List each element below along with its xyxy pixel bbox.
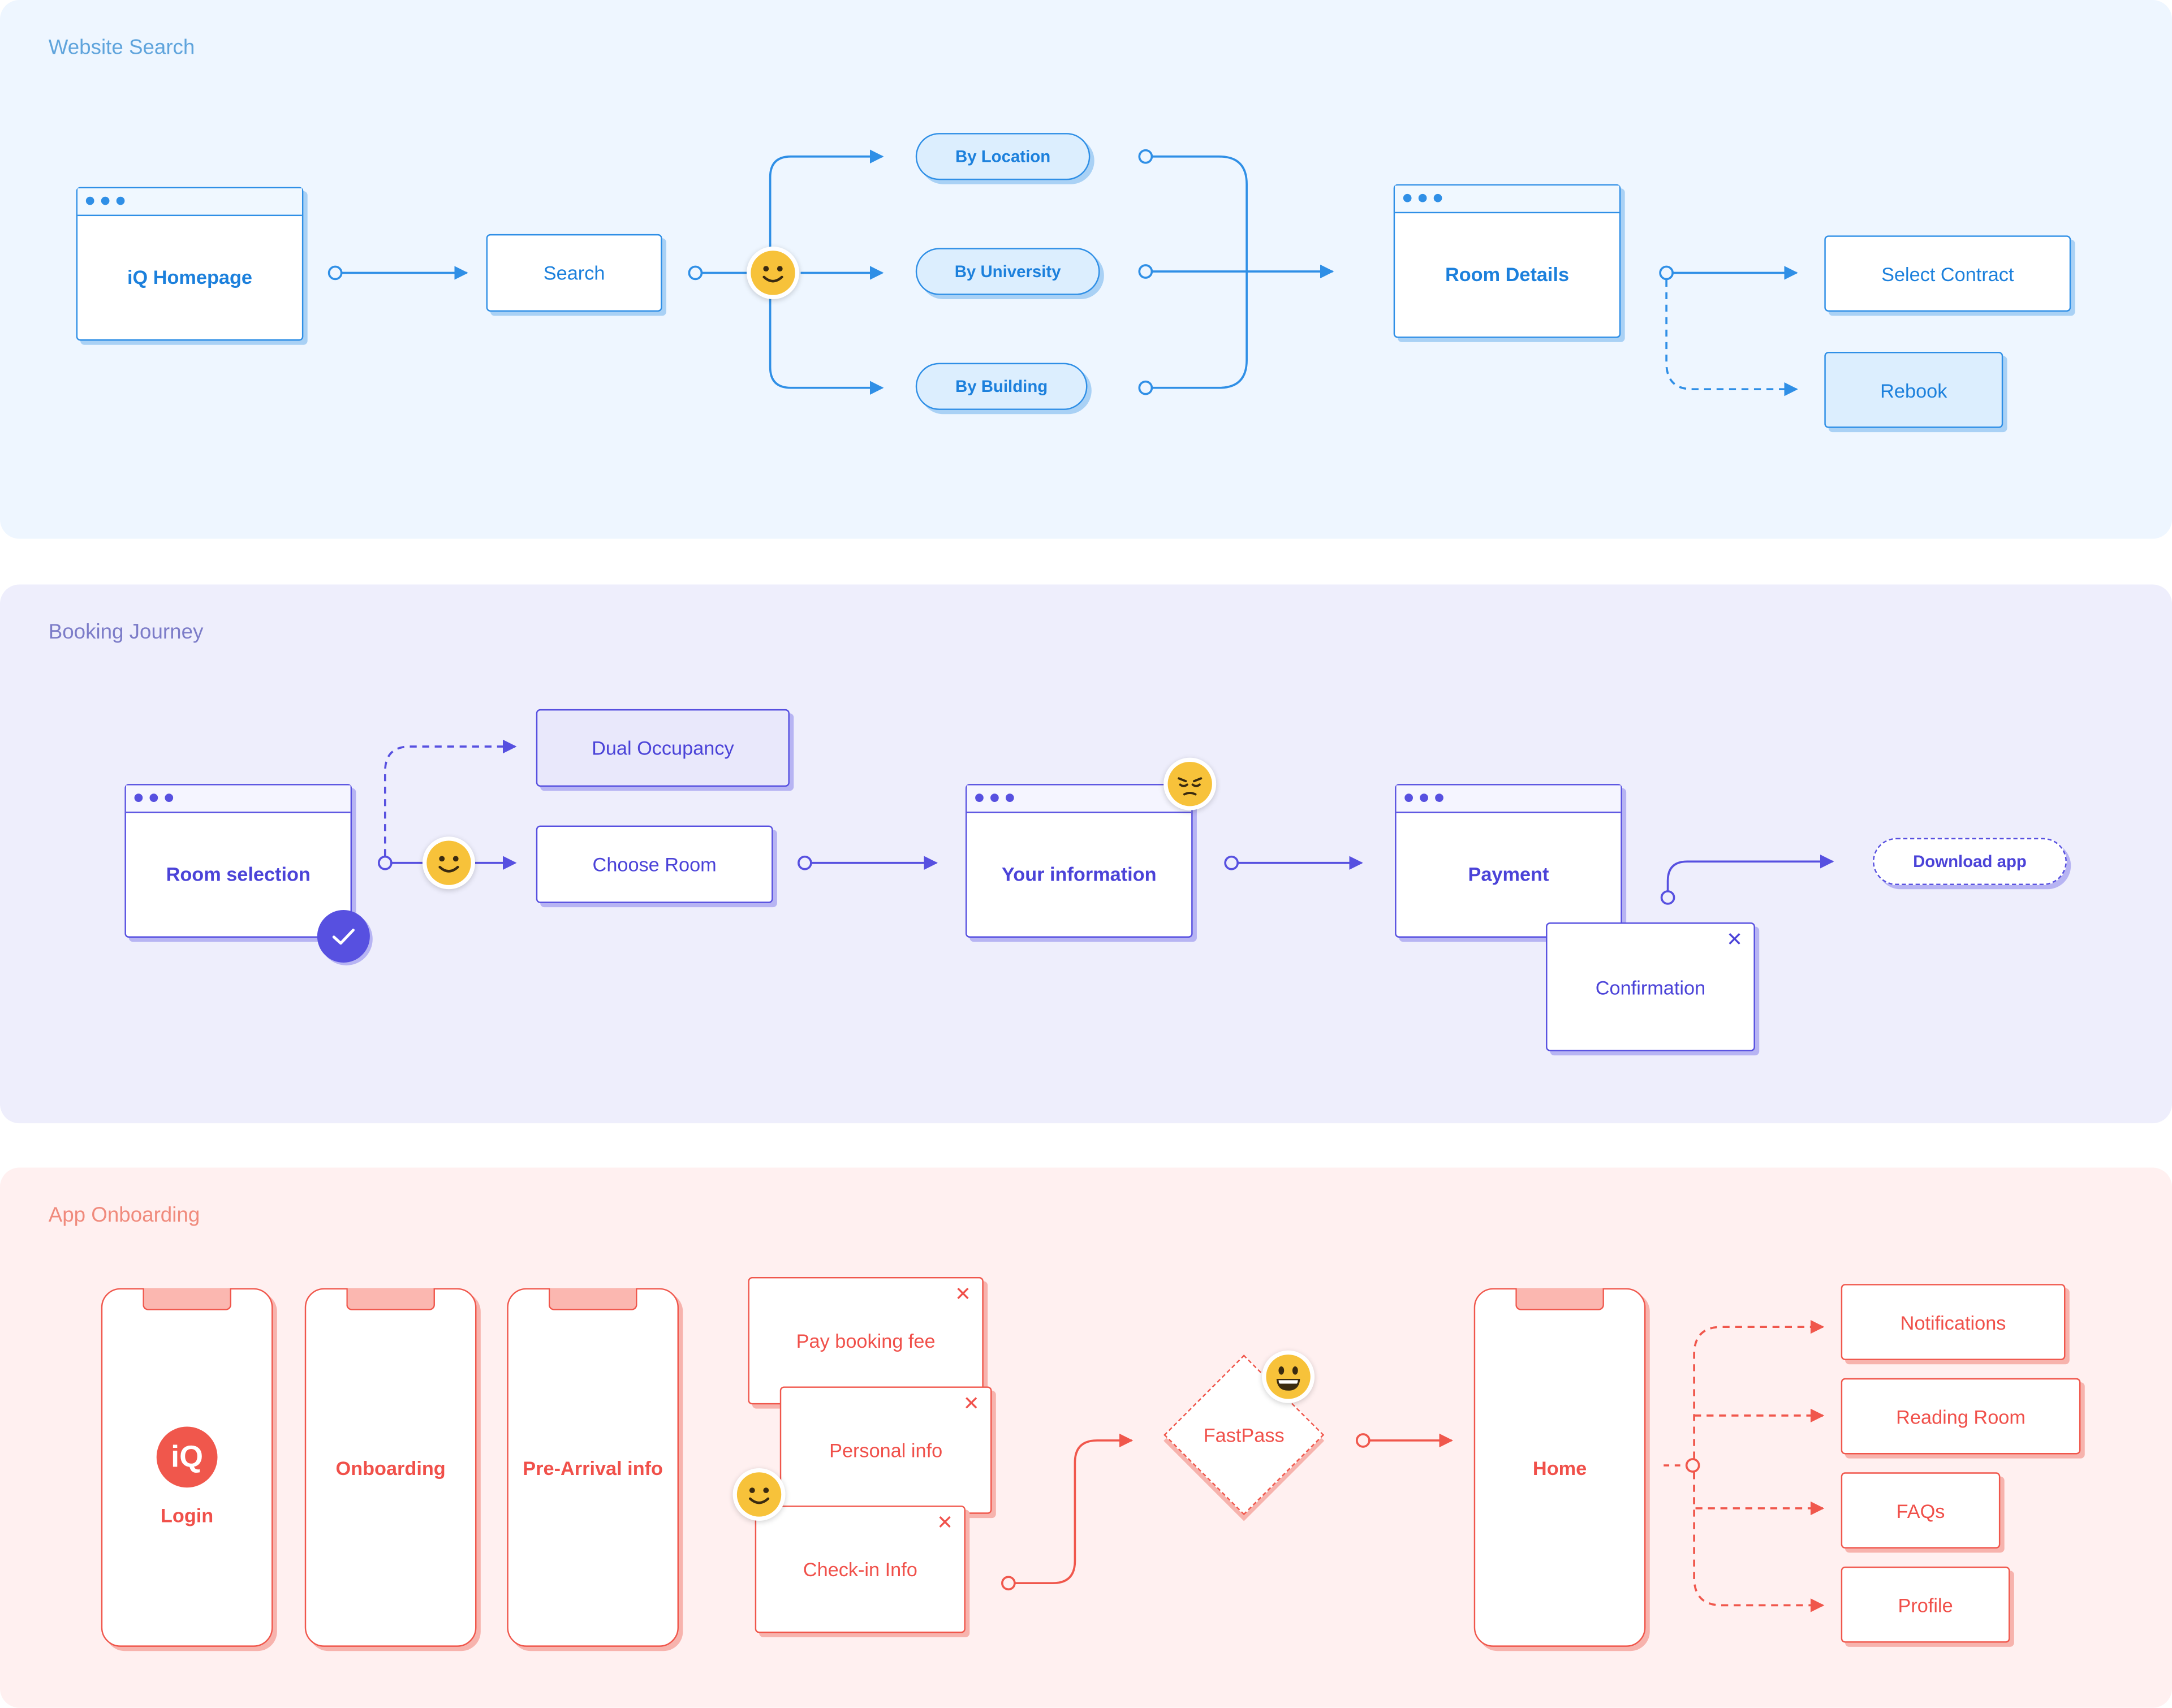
section-title-app-onboarding: App Onboarding [48, 1204, 200, 1227]
close-icon[interactable]: ✕ [955, 1282, 971, 1305]
your-information-window[interactable]: Your information [965, 784, 1193, 938]
by-location-pill[interactable]: By Location [915, 133, 1091, 180]
pre-arrival-phone[interactable]: Pre-Arrival info [507, 1287, 679, 1647]
pre-arrival-label: Pre-Arrival info [523, 1456, 663, 1479]
smiley-face-icon [422, 836, 476, 890]
your-information-label: Your information [1001, 862, 1157, 885]
choose-room-label: Choose Room [592, 853, 717, 875]
profile-label: Profile [1898, 1593, 1953, 1616]
window-titlebar [126, 785, 351, 813]
check-in-info-card[interactable]: ✕ Check-in Info [755, 1506, 966, 1633]
download-app-label: Download app [1913, 852, 2027, 872]
close-icon[interactable]: ✕ [1726, 928, 1743, 951]
search-label: Search [543, 261, 605, 284]
home-label: Home [1532, 1456, 1587, 1479]
check-icon [317, 909, 370, 963]
personal-info-label: Personal info [829, 1439, 943, 1461]
pay-booking-fee-label: Pay booking fee [796, 1330, 936, 1352]
phone-notch [346, 1287, 435, 1310]
rebook-node[interactable]: Rebook [1824, 352, 2003, 428]
notifications-label: Notifications [1900, 1310, 2006, 1334]
room-details-window[interactable]: Room Details [1393, 184, 1621, 338]
faqs-label: FAQs [1896, 1499, 1945, 1522]
dual-occupancy-node[interactable]: Dual Occupancy [536, 709, 790, 787]
choose-room-node[interactable]: Choose Room [536, 825, 773, 903]
payment-label: Payment [1468, 862, 1549, 885]
confirmation-dialog[interactable]: ✕ Confirmation [1546, 922, 1755, 1051]
fastpass-text: FastPass [1163, 1407, 1324, 1463]
iq-logo-text: iQ [171, 1438, 204, 1473]
iq-homepage-window[interactable]: iQ Homepage [76, 187, 304, 341]
onboarding-label: Onboarding [335, 1456, 446, 1479]
room-details-label: Room Details [1445, 263, 1570, 286]
login-label: Login [160, 1503, 214, 1526]
phone-notch [548, 1287, 637, 1310]
check-in-info-label: Check-in Info [803, 1558, 917, 1581]
login-phone[interactable]: iQ Login [101, 1287, 273, 1647]
close-icon[interactable]: ✕ [963, 1392, 980, 1414]
profile-node[interactable]: Profile [1841, 1566, 2010, 1643]
select-contract-label: Select Contract [1881, 262, 2014, 285]
by-building-pill[interactable]: By Building [915, 363, 1088, 410]
room-selection-label: Room selection [166, 862, 311, 885]
iq-logo: iQ [156, 1426, 218, 1487]
onboarding-phone[interactable]: Onboarding [304, 1287, 477, 1647]
select-contract-node[interactable]: Select Contract [1824, 235, 2071, 312]
reading-room-label: Reading Room [1896, 1405, 2026, 1427]
reading-room-node[interactable]: Reading Room [1841, 1378, 2081, 1455]
pensive-face-icon [1163, 757, 1217, 810]
home-phone[interactable]: Home [1473, 1287, 1646, 1647]
section-title-booking-journey: Booking Journey [48, 620, 204, 644]
close-icon[interactable]: ✕ [937, 1511, 953, 1534]
personal-info-card[interactable]: ✕ Personal info [779, 1386, 992, 1514]
fastpass-label: FastPass [1203, 1424, 1285, 1446]
grinning-face-icon [1262, 1350, 1315, 1403]
room-selection-window[interactable]: Room selection [124, 784, 352, 938]
section-title-website-search: Website Search [48, 36, 195, 60]
dual-occupancy-label: Dual Occupancy [592, 736, 734, 760]
by-location-label: By Location [955, 146, 1051, 166]
by-university-pill[interactable]: By University [915, 248, 1100, 295]
notifications-node[interactable]: Notifications [1841, 1284, 2066, 1360]
confirmation-label: Confirmation [1595, 976, 1706, 998]
smiley-face-icon [732, 1468, 786, 1521]
download-app-pill[interactable]: Download app [1873, 838, 2067, 885]
smiley-face-icon [747, 246, 800, 299]
search-node[interactable]: Search [486, 234, 662, 312]
window-titlebar [967, 785, 1192, 813]
faqs-node[interactable]: FAQs [1841, 1472, 2001, 1549]
window-titlebar [1396, 785, 1621, 813]
rebook-label: Rebook [1880, 378, 1947, 401]
by-university-label: By University [954, 261, 1061, 282]
pay-booking-fee-card[interactable]: ✕ Pay booking fee [748, 1276, 984, 1405]
payment-window[interactable]: Payment [1395, 784, 1622, 938]
phone-notch [1515, 1287, 1604, 1310]
window-titlebar [1395, 186, 1619, 214]
window-titlebar [77, 188, 302, 217]
phone-notch [143, 1287, 231, 1310]
iq-homepage-label: iQ Homepage [127, 266, 253, 288]
by-building-label: By Building [955, 377, 1048, 396]
